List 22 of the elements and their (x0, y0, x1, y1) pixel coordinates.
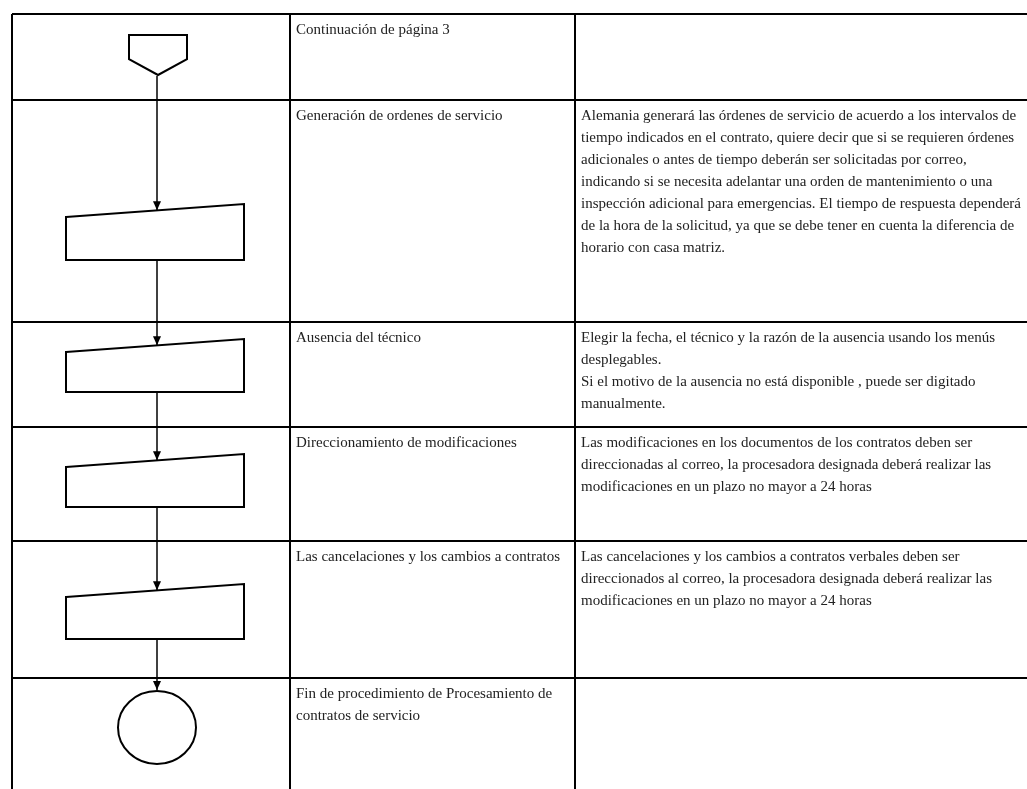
step-name: Continuación de página 3 (296, 20, 451, 39)
step-name: Direccionamiento de modificaciones (296, 433, 518, 452)
manual-input-shape (65, 453, 245, 508)
step-description: Las modificaciones en los documentos de los contratos deben ser direccionadas al correo, la procesadora designada deberá realizar las modificaciones en un plazo no mayor a 24 horas (581, 433, 993, 496)
arrow (153, 507, 161, 592)
off-page-connector (128, 34, 188, 76)
step-description: Elegir la fecha, el técnico y la razón de la ausencia usando los menús desplegables. (581, 328, 996, 369)
step-name: Fin de procedimiento de Procesamiento de contratos de servicio (296, 684, 554, 725)
arrow (153, 392, 161, 462)
step-name: Generación de ordenes de servicio (296, 106, 504, 125)
arrow (153, 639, 161, 691)
step-name: Las cancelaciones y los cambios a contratos (296, 547, 562, 566)
manual-input-shape (65, 338, 245, 393)
step-description: Alemania generará las órdenes de servicio de acuerdo a los intervalos de tiempo indicados en el contrato, quiere decir que si se requieren órdenes adicionales o antes de tiempo deberán ser solicitadas por correo, indicando si se necesita adelantar una orden de mantenimiento o una inspección adicional para emergencias. El tiempo de respuesta dependerá de la hora de la solicitud, ya que se debe tener en cuenta la diferencia de horario con casa matriz. (581, 106, 1022, 257)
manual-input-shape (65, 203, 245, 261)
arrow (153, 75, 161, 212)
arrow (153, 260, 161, 347)
step-description: Si el motivo de la ausencia no está disponible , puede ser digitado manualmente. (581, 372, 977, 413)
end-circle (117, 690, 197, 765)
manual-input-shape (65, 583, 245, 640)
step-name: Ausencia del técnico (296, 328, 422, 347)
step-description: Las cancelaciones y los cambios a contratos verbales deben ser direccionados al correo, la procesadora designada deberá realizar las modificaciones en un plazo no mayor a 24 horas (581, 547, 994, 610)
